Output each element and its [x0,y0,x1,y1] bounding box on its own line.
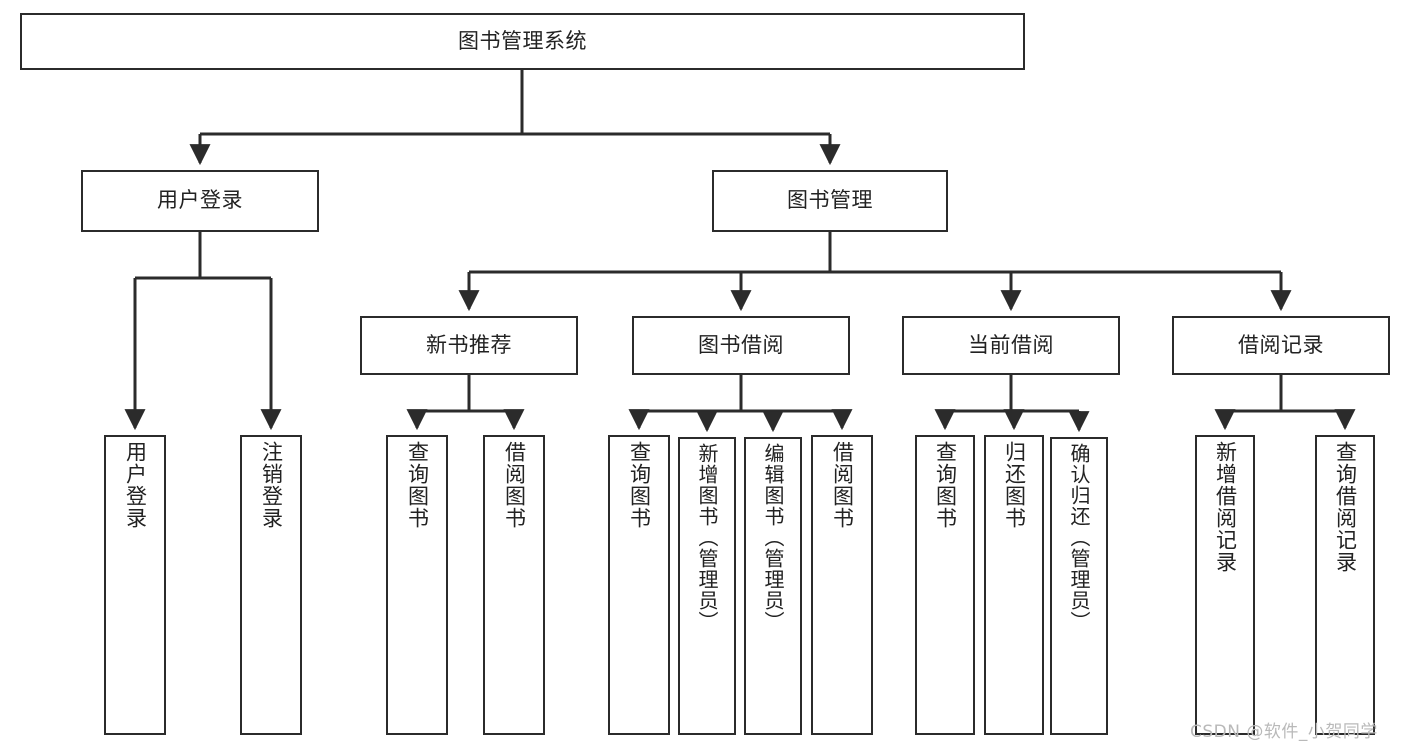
leaf-query-borrow-record-label: 查询借阅记录 [1333,441,1358,573]
node-new-book-recommend[interactable]: 新书推荐 [360,316,578,375]
node-book-borrow[interactable]: 图书借阅 [632,316,850,375]
leaf-lend-book[interactable]: 借阅图书 [811,435,873,735]
leaf-edit-book-admin-label: 编辑图书（管理员） [761,443,785,632]
node-book-management[interactable]: 图书管理 [712,170,948,232]
leaf-logout-label: 注销登录 [259,441,284,529]
leaf-query-book-current-label: 查询图书 [933,441,958,529]
leaf-borrow-book-new[interactable]: 借阅图书 [483,435,545,735]
node-book-management-label: 图书管理 [787,188,873,213]
leaf-borrow-book-new-label: 借阅图书 [502,441,527,529]
leaf-query-book-current[interactable]: 查询图书 [915,435,975,735]
leaf-query-book-borrow-label: 查询图书 [627,441,652,529]
leaf-query-book-new[interactable]: 查询图书 [386,435,448,735]
node-user-login[interactable]: 用户登录 [81,170,319,232]
leaf-return-book[interactable]: 归还图书 [984,435,1044,735]
node-borrow-records[interactable]: 借阅记录 [1172,316,1390,375]
leaf-query-borrow-record[interactable]: 查询借阅记录 [1315,435,1375,735]
leaf-add-borrow-record-label: 新增借阅记录 [1213,441,1238,573]
leaf-return-book-label: 归还图书 [1002,441,1027,529]
leaf-query-book-new-label: 查询图书 [405,441,430,529]
leaf-add-borrow-record[interactable]: 新增借阅记录 [1195,435,1255,735]
node-root-label: 图书管理系统 [458,28,587,53]
leaf-query-book-borrow[interactable]: 查询图书 [608,435,670,735]
leaf-add-book-admin[interactable]: 新增图书（管理员） [678,437,736,735]
leaf-logout[interactable]: 注销登录 [240,435,302,735]
leaf-add-book-admin-label: 新增图书（管理员） [695,443,719,632]
node-book-borrow-label: 图书借阅 [698,332,784,357]
csdn-watermark: CSDN @软件_小贺同学 [1190,722,1378,742]
leaf-edit-book-admin[interactable]: 编辑图书（管理员） [744,437,802,735]
node-current-borrow-label: 当前借阅 [968,332,1054,357]
leaf-user-login-label: 用户登录 [123,441,148,529]
leaf-user-login[interactable]: 用户登录 [104,435,166,735]
node-new-book-recommend-label: 新书推荐 [426,332,512,357]
node-root[interactable]: 图书管理系统 [20,13,1025,70]
node-user-login-label: 用户登录 [157,188,243,213]
leaf-lend-book-label: 借阅图书 [830,441,855,529]
node-borrow-records-label: 借阅记录 [1238,332,1324,357]
leaf-confirm-return-admin[interactable]: 确认归还（管理员） [1050,437,1108,735]
node-current-borrow[interactable]: 当前借阅 [902,316,1120,375]
leaf-confirm-return-admin-label: 确认归还（管理员） [1067,443,1091,632]
